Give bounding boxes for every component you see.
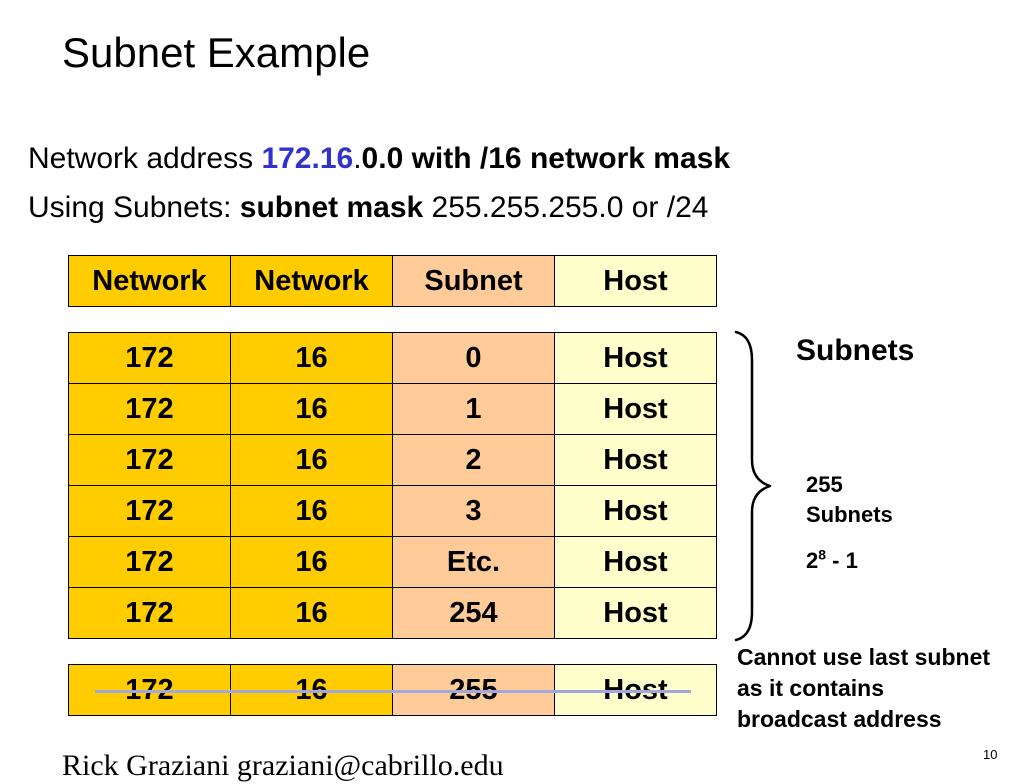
table-row: 172 16 3 Host (68, 485, 717, 537)
network-address-prefix: Network address (28, 142, 262, 175)
subnet-count-number: 255 (806, 472, 843, 497)
broadcast-note: Cannot use last subnet as it contains br… (737, 644, 991, 732)
cell-network-2: 16 (230, 587, 393, 639)
table-row: 172 16 0 Host (68, 332, 717, 384)
subnet-count-note: 255 Subnets (806, 470, 893, 530)
table-row: 172 16 2 Host (68, 434, 717, 486)
subnet-mask-bold: subnet mask (239, 191, 424, 224)
cell-network-2: 16 (230, 383, 393, 435)
cell-host: Host (554, 383, 717, 435)
cell-host: Host (554, 434, 717, 486)
cell-subnet: 0 (392, 332, 555, 384)
network-address-dot: . (353, 142, 362, 175)
page-number: 10 (983, 747, 998, 762)
network-address-highlight: 172.16 (261, 142, 354, 175)
cell-subnet: 3 (392, 485, 555, 537)
subnets-label: Subnets (796, 334, 915, 367)
cell-host: Host (554, 485, 717, 537)
cell-subnet: Etc. (392, 536, 555, 588)
formula-base: 2 (806, 548, 819, 573)
cell-network-1: 172 (68, 434, 231, 486)
cell-subnet: 254 (392, 587, 555, 639)
network-address-rest: 0.0 with /16 network mask (361, 142, 731, 175)
header-cell-network-2: Network (230, 255, 393, 307)
subnet-count-label: Subnets (806, 502, 893, 527)
network-address-line: Network address 172.16.0.0 with /16 netw… (28, 141, 730, 177)
subnet-mask-prefix: Using Subnets: (28, 191, 240, 224)
header-cell-host: Host (554, 255, 717, 307)
cell-network-2: 16 (230, 332, 393, 384)
formula-exponent: 8 (818, 546, 827, 563)
table-row: 172 16 Etc. Host (68, 536, 717, 588)
slide-title: Subnet Example (62, 29, 371, 76)
cell-network-2: 16 (230, 485, 393, 537)
cell-network-1: 172 (68, 485, 231, 537)
address-header-table: Network Network Subnet Host (68, 255, 717, 307)
cell-network-2: 16 (230, 536, 393, 588)
subnet-mask-line: Using Subnets: subnet mask 255.255.255.0… (28, 190, 708, 226)
subnet-formula: 28 - 1 (806, 546, 858, 576)
cell-host: Host (554, 332, 717, 384)
cell-subnet: 2 (392, 434, 555, 486)
cell-network-1: 172 (68, 332, 231, 384)
header-cell-subnet: Subnet (392, 255, 555, 307)
cell-host: Host (554, 536, 717, 588)
curly-brace-icon (734, 330, 772, 642)
cell-subnet: 1 (392, 383, 555, 435)
strikethrough-line (95, 690, 691, 693)
cell-network-1: 172 (68, 587, 231, 639)
header-cell-network-1: Network (68, 255, 231, 307)
cell-network-1: 172 (68, 383, 231, 435)
table-row: 172 16 254 Host (68, 587, 717, 639)
subnet-mask-rest: 255.255.255.0 or /24 (423, 191, 709, 224)
cell-network-2: 16 (230, 434, 393, 486)
footer-author: Rick Graziani graziani@cabrillo.edu (62, 749, 504, 782)
header-row: Network Network Subnet Host (68, 255, 717, 307)
formula-rest: - 1 (826, 548, 858, 573)
cell-network-1: 172 (68, 536, 231, 588)
table-row: 172 16 1 Host (68, 383, 717, 435)
cell-host: Host (554, 587, 717, 639)
subnet-rows-table: 172 16 0 Host 172 16 1 Host 172 16 2 Hos… (68, 332, 717, 639)
